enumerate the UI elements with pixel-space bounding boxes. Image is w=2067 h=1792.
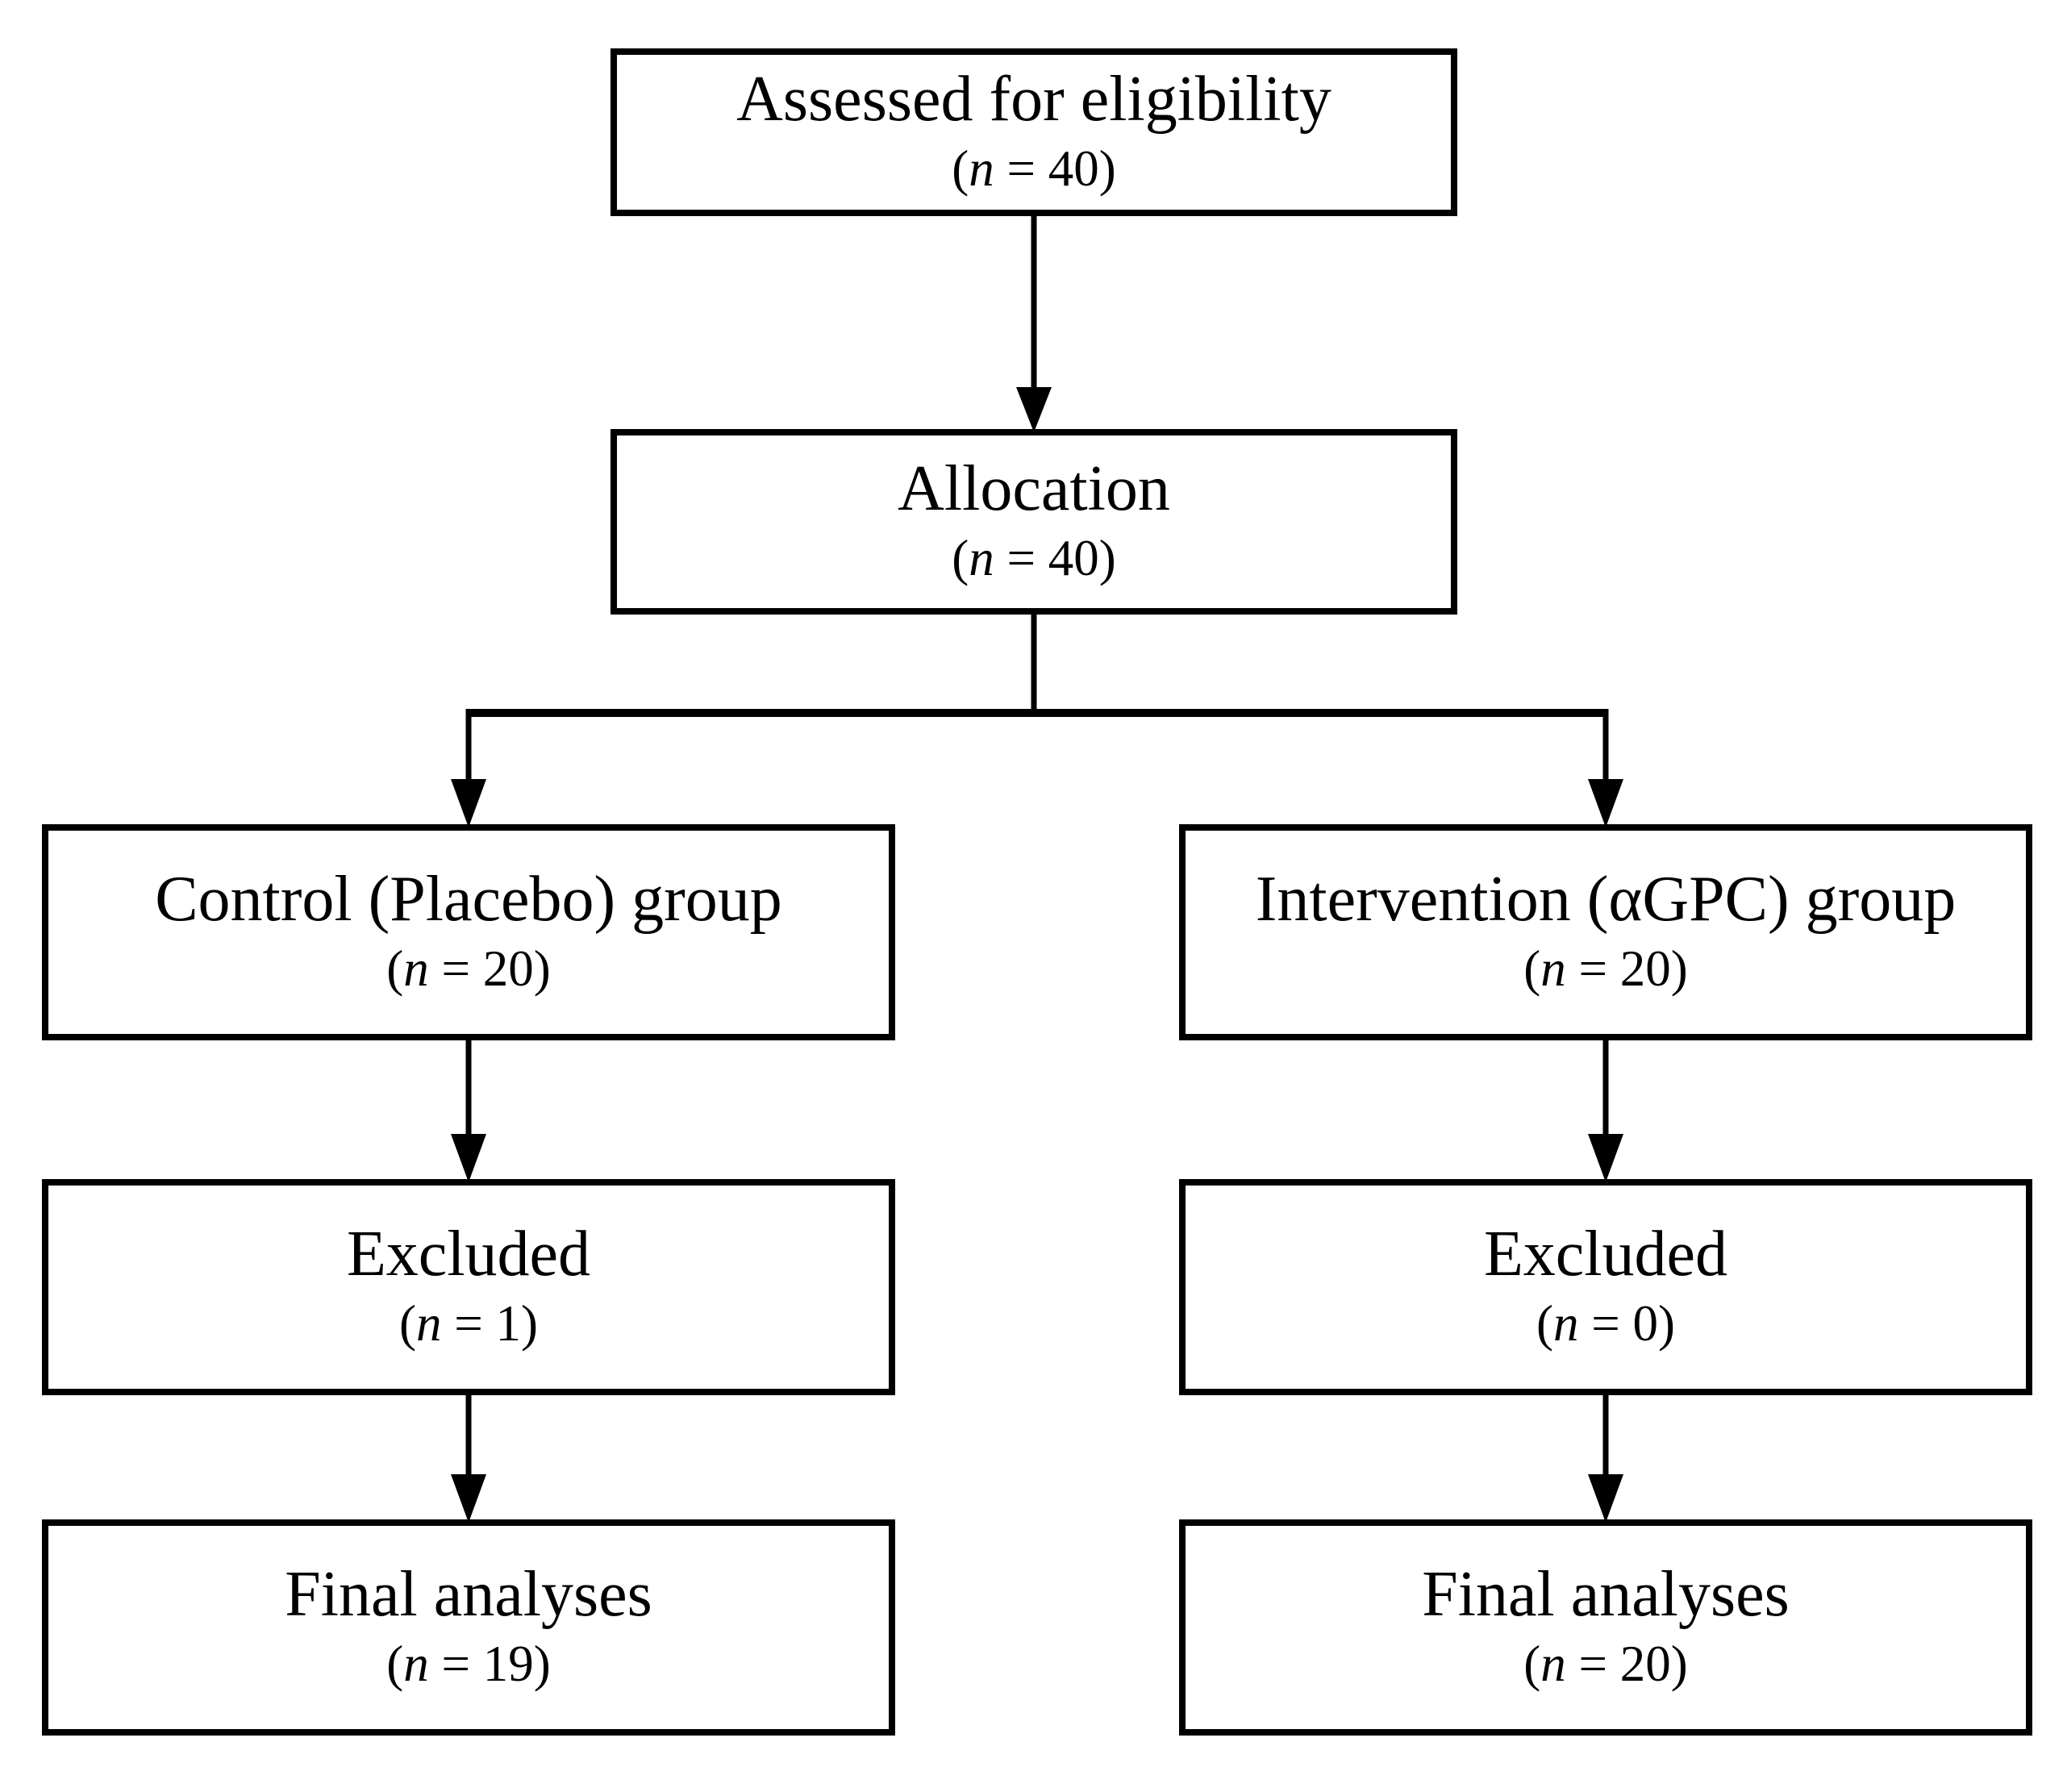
n-value: = 1) bbox=[441, 1295, 538, 1352]
node-title: Allocation bbox=[898, 453, 1170, 525]
node-count: (n = 20) bbox=[1523, 1632, 1688, 1698]
paren-open: ( bbox=[1523, 1636, 1541, 1693]
node-control-final-analyses: Final analyses (n = 19) bbox=[42, 1519, 895, 1736]
node-control-group: Control (Placebo) group (n = 20) bbox=[42, 824, 895, 1040]
node-control-excluded: Excluded (n = 1) bbox=[42, 1179, 895, 1395]
node-intervention-group: Intervention (αGPC) group (n = 20) bbox=[1179, 824, 2032, 1040]
node-title: Final analyses bbox=[1422, 1559, 1790, 1631]
arrow-excluded-to-final-right-head bbox=[1588, 1474, 1623, 1523]
node-title: Control (Placebo) group bbox=[155, 864, 782, 936]
node-count: (n = 20) bbox=[386, 936, 551, 1002]
n-value: = 0) bbox=[1578, 1295, 1675, 1352]
paren-open: ( bbox=[952, 530, 969, 587]
arrow-control-to-excluded-head bbox=[451, 1134, 486, 1182]
n-variable: n bbox=[1552, 1295, 1579, 1352]
paren-open: ( bbox=[952, 140, 969, 198]
n-variable: n bbox=[969, 140, 994, 198]
node-count: (n = 40) bbox=[952, 526, 1116, 592]
n-variable: n bbox=[403, 940, 429, 998]
paren-open: ( bbox=[1536, 1295, 1553, 1352]
node-count: (n = 0) bbox=[1536, 1291, 1675, 1357]
node-allocation: Allocation (n = 40) bbox=[611, 429, 1457, 615]
n-variable: n bbox=[415, 1295, 442, 1352]
paren-open: ( bbox=[386, 1636, 404, 1693]
node-count: (n = 40) bbox=[952, 136, 1116, 202]
n-value: = 40) bbox=[994, 140, 1116, 198]
node-count: (n = 19) bbox=[386, 1632, 551, 1698]
paren-open: ( bbox=[399, 1295, 416, 1352]
node-title: Intervention (αGPC) group bbox=[1255, 864, 1957, 936]
node-title: Excluded bbox=[1483, 1219, 1728, 1290]
paren-open: ( bbox=[1523, 940, 1541, 998]
arrow-assessed-to-allocation-head bbox=[1016, 387, 1052, 432]
arrow-split-to-control-head bbox=[451, 779, 486, 827]
arrow-intervention-to-excluded-head bbox=[1588, 1134, 1623, 1182]
node-intervention-excluded: Excluded (n = 0) bbox=[1179, 1179, 2032, 1395]
n-value: = 20) bbox=[428, 940, 551, 998]
n-value: = 19) bbox=[428, 1636, 551, 1693]
node-title: Final analyses bbox=[285, 1559, 652, 1631]
node-count: (n = 20) bbox=[1523, 936, 1688, 1002]
n-variable: n bbox=[1540, 1636, 1566, 1693]
node-assessed-for-eligibility: Assessed for eligibility (n = 40) bbox=[611, 48, 1457, 216]
n-variable: n bbox=[969, 530, 994, 587]
node-count: (n = 1) bbox=[399, 1291, 538, 1357]
arrow-split-to-intervention-head bbox=[1588, 779, 1623, 827]
paren-open: ( bbox=[386, 940, 404, 998]
arrow-excluded-to-final-left-head bbox=[451, 1474, 486, 1523]
n-variable: n bbox=[403, 1636, 429, 1693]
node-title: Excluded bbox=[346, 1219, 591, 1290]
node-intervention-final-analyses: Final analyses (n = 20) bbox=[1179, 1519, 2032, 1736]
n-value: = 40) bbox=[994, 530, 1116, 587]
node-title: Assessed for eligibility bbox=[736, 64, 1331, 135]
n-variable: n bbox=[1540, 940, 1566, 998]
n-value: = 20) bbox=[1565, 940, 1688, 998]
n-value: = 20) bbox=[1565, 1636, 1688, 1693]
